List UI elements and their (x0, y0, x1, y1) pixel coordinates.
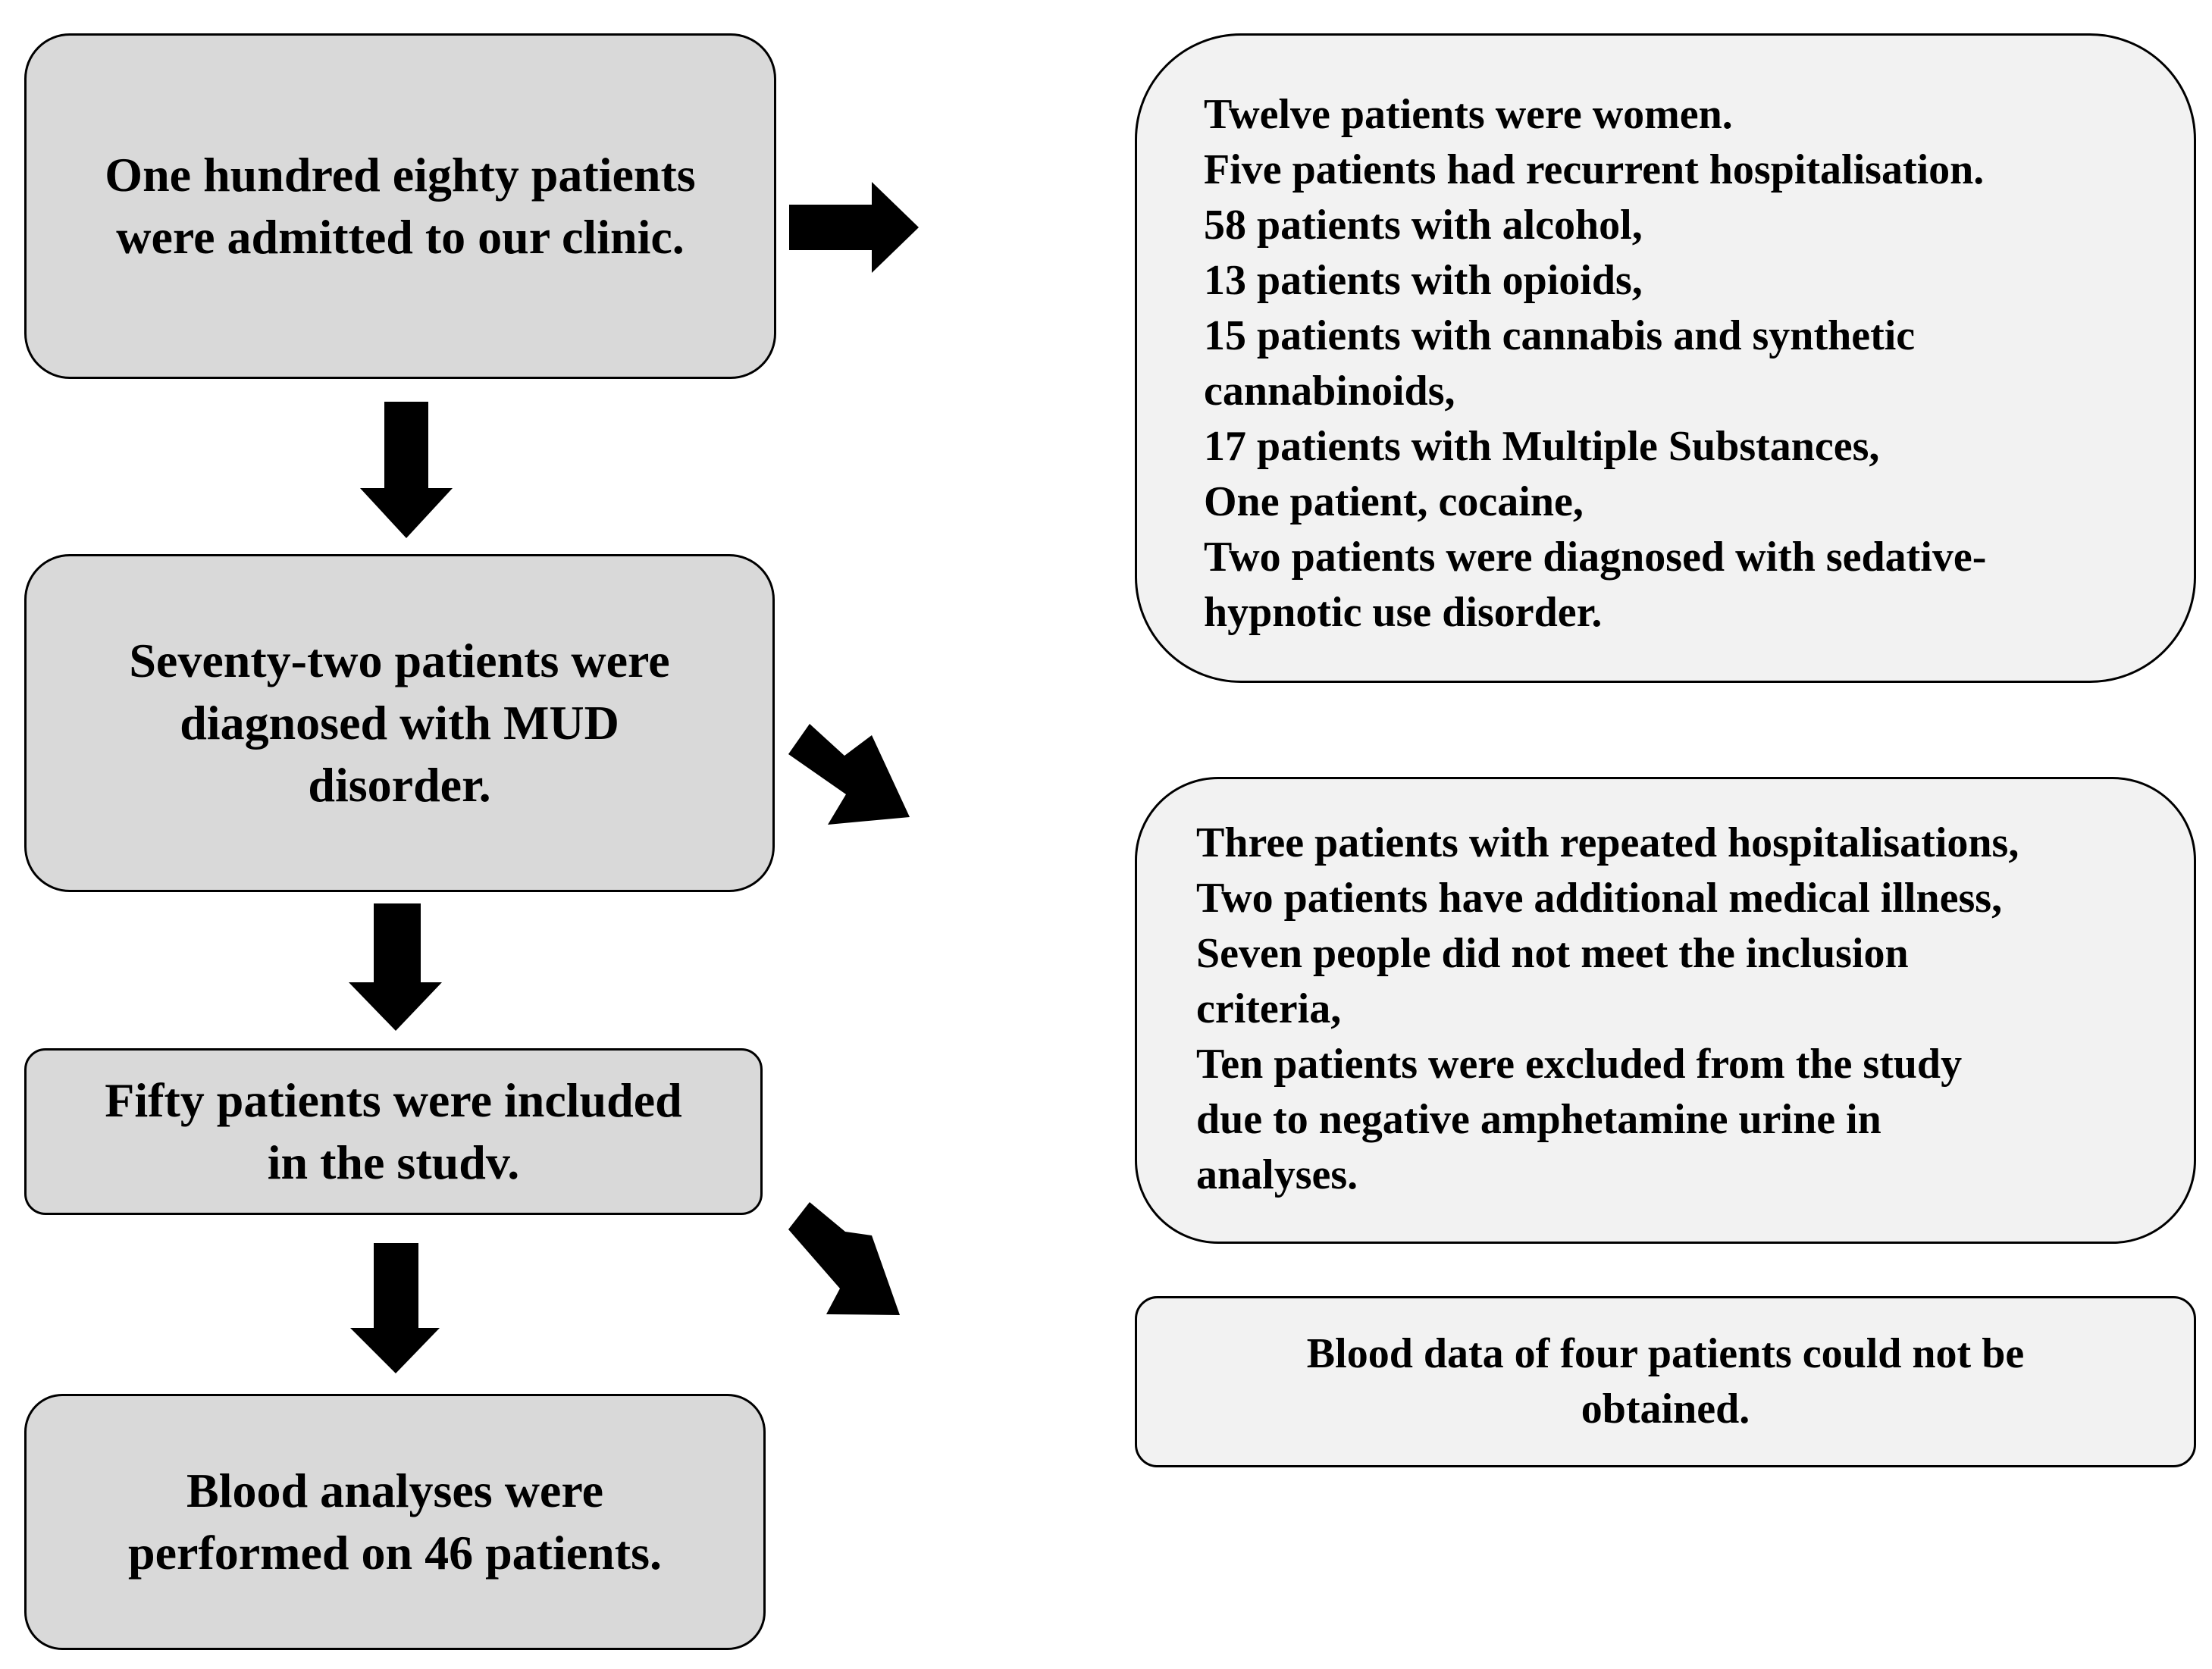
step-analysed-text: Blood analyses were performed on 46 pati… (128, 1460, 662, 1584)
text-line: Two patients were diagnosed with sedativ… (1204, 534, 1987, 581)
text-line: diagnosed with MUD (180, 696, 619, 750)
note-admitted-details-text: Twelve patients were women. Five patient… (1204, 87, 2179, 640)
diagonal-arrow-icon (788, 1202, 900, 1315)
text-line: One hundred eighty patients (105, 148, 696, 202)
step-admitted-text: One hundred eighty patients were admitte… (105, 144, 695, 268)
text-line: 15 patients with cannabis and synthetic (1204, 312, 1916, 359)
down-arrow-icon (360, 402, 453, 538)
text-line: Twelve patients were women. (1204, 91, 1733, 138)
down-arrow-icon (349, 903, 442, 1031)
text-line: Fifty patients were included (105, 1073, 682, 1127)
note-excluded-details-box: Three patients with repeated hospitalisa… (1135, 777, 2196, 1244)
text-line: disorder. (308, 758, 491, 812)
down-arrow-icon (350, 1243, 440, 1373)
step-analysed-box: Blood analyses were performed on 46 pati… (24, 1394, 766, 1650)
step-diagnosed-text: Seventy-two patients were diagnosed with… (129, 630, 669, 816)
text-line: Seventy-two patients were (129, 634, 670, 687)
text-line: Five patients had recurrent hospitalisat… (1204, 146, 1985, 193)
text-line: Ten patients were excluded from the stud… (1196, 1041, 1963, 1088)
note-missing-blood-box: Blood data of four patients could not be… (1135, 1296, 2196, 1467)
text-line: 13 patients with opioids, (1204, 257, 1643, 304)
text-line: Three patients with repeated hospitalisa… (1196, 819, 2019, 866)
diagonal-arrow-icon (788, 724, 910, 825)
note-admitted-details-box: Twelve patients were women. Five patient… (1135, 33, 2196, 683)
text-line: analyses. (1196, 1151, 1358, 1198)
right-arrow-icon (789, 182, 919, 273)
text-line: due to negative amphetamine urine in (1196, 1096, 1881, 1143)
text-line: Seven people did not meet the inclusion (1196, 930, 1909, 977)
text-line: hypnotic use disorder. (1204, 589, 1603, 636)
step-included-text: Fifty patients were included in the stud… (105, 1069, 681, 1194)
text-line: cannabinoids, (1204, 368, 1455, 415)
text-line: Blood data of four patients could not be (1306, 1330, 2025, 1377)
text-line: Blood analyses were (186, 1464, 603, 1517)
text-line: were admitted to our clinic. (116, 210, 685, 264)
step-included-box: Fifty patients were included in the stud… (24, 1048, 763, 1215)
text-line: obtained. (1581, 1386, 1750, 1433)
text-line: One patient, cocaine, (1204, 478, 1584, 525)
text-line: performed on 46 patients. (128, 1526, 662, 1580)
note-missing-blood-text: Blood data of four patients could not be… (1307, 1326, 2024, 1437)
text-line: Two patients have additional medical ill… (1196, 875, 2003, 922)
text-line: 17 patients with Multiple Substances, (1204, 423, 1880, 470)
step-diagnosed-box: Seventy-two patients were diagnosed with… (24, 554, 775, 892)
text-line: in the studv. (267, 1135, 520, 1189)
step-admitted-box: One hundred eighty patients were admitte… (24, 33, 776, 379)
text-line: criteria, (1196, 985, 1342, 1032)
note-excluded-details-text: Three patients with repeated hospitalisa… (1196, 816, 2179, 1203)
text-line: 58 patients with alcohol, (1204, 202, 1643, 249)
